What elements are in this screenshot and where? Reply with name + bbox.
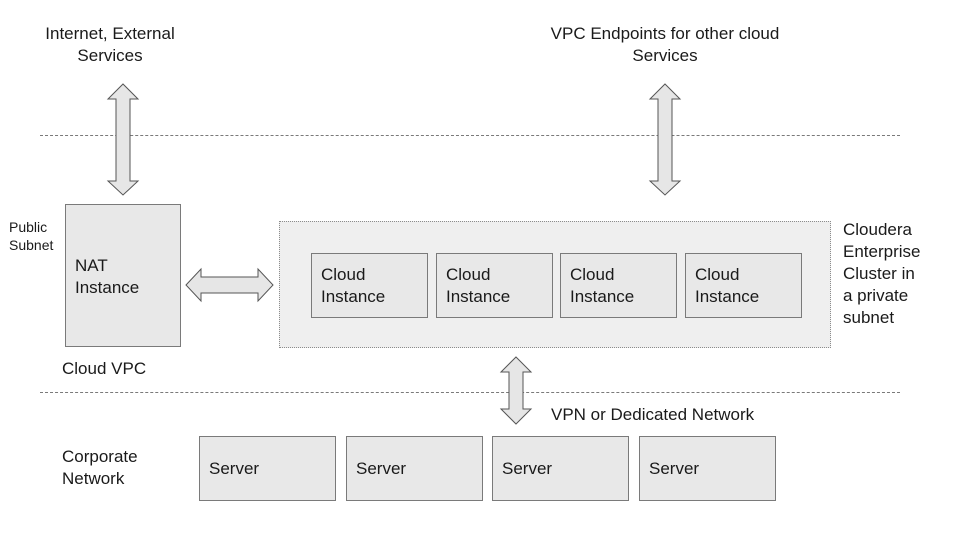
- nat-instance-box: NAT Instance: [65, 204, 181, 347]
- server-3-label: Server: [502, 459, 553, 478]
- vpn-label: VPN or Dedicated Network: [551, 405, 755, 424]
- internet-external-services-label: Internet, External Services: [45, 24, 175, 65]
- server-2: Server: [346, 436, 483, 501]
- cloud-instance-2: Cloud Instance: [436, 253, 553, 318]
- server-4-label: Server: [649, 459, 700, 478]
- internet-nat-arrow: [106, 83, 140, 196]
- vpn-arrow: [499, 356, 533, 425]
- cluster-description-label: Cloudera Enterprise Cluster in a private…: [843, 220, 921, 327]
- server-2-label: Server: [356, 459, 407, 478]
- server-1: Server: [199, 436, 336, 501]
- cloud-instance-1: Cloud Instance: [311, 253, 428, 318]
- cloud-instance-3-label: Cloud Instance: [570, 265, 635, 306]
- vpc-endpoints-label: VPC Endpoints for other cloud Services: [550, 24, 780, 65]
- nat-instance-label: NAT Instance: [75, 256, 140, 297]
- server-3: Server: [492, 436, 629, 501]
- cloud-instance-2-label: Cloud Instance: [446, 265, 511, 306]
- cloud-instance-4: Cloud Instance: [685, 253, 802, 318]
- bottom-divider: [40, 392, 900, 393]
- cluster-container: Cloud Instance Cloud Instance Cloud Inst…: [279, 221, 831, 348]
- vpc-endpoints-arrow: [648, 83, 682, 196]
- cloud-instance-3: Cloud Instance: [560, 253, 677, 318]
- public-subnet-label: Public Subnet: [9, 219, 54, 253]
- nat-cluster-arrow: [185, 267, 274, 303]
- cloud-instance-1-label: Cloud Instance: [321, 265, 386, 306]
- top-divider: [40, 135, 900, 136]
- cloud-instance-4-label: Cloud Instance: [695, 265, 760, 306]
- server-1-label: Server: [209, 459, 260, 478]
- server-4: Server: [639, 436, 776, 501]
- cloud-vpc-label: Cloud VPC: [62, 359, 147, 378]
- corporate-network-label: Corporate Network: [62, 447, 138, 488]
